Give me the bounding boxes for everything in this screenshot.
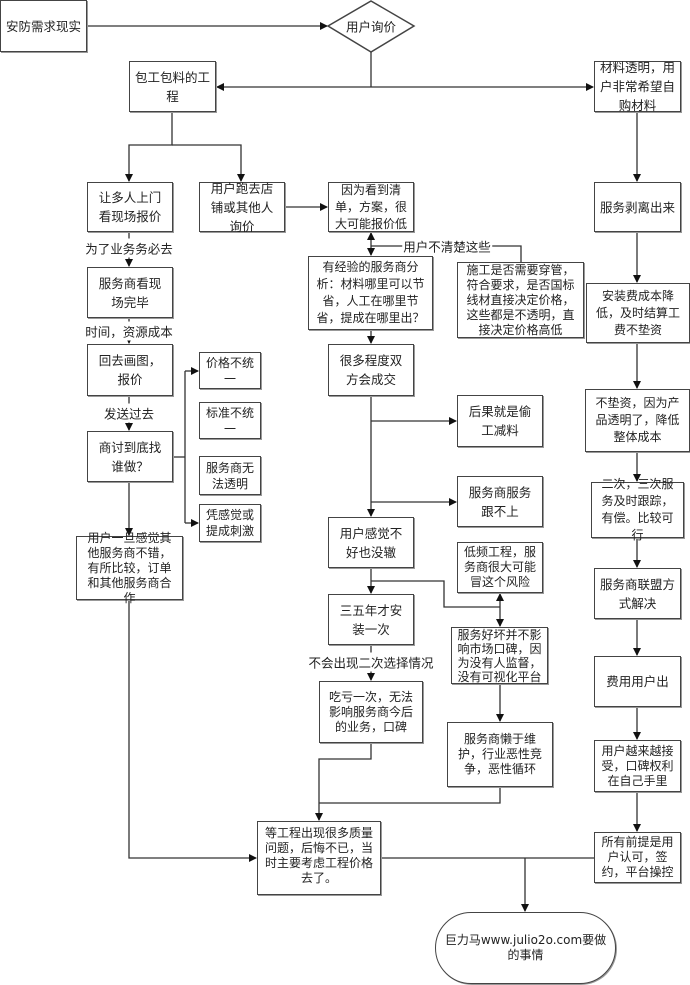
- node-text: 因为看到清单，方案，很大可能报价低: [334, 182, 407, 231]
- store-inquiry-node: 用户跑去店铺或其他人询价: [199, 181, 285, 234]
- node-text: 凭感觉或提成刺激: [205, 508, 254, 538]
- node-text: 巨力马www.julio2o.com要做的事情: [444, 933, 607, 962]
- no-reputation-effect-node: 服务好坏并不影响市场口碑，因为没有人监督，没有可视化平台: [451, 627, 548, 684]
- node-text: 服务商服务跟不上: [468, 484, 532, 519]
- site-done-node: 服务商看现场完毕: [87, 267, 173, 318]
- node-text: 用户感觉不好也没辙: [339, 525, 403, 560]
- node-text: 商讨到底找谁做？: [98, 439, 162, 474]
- node-text: 服务商懒于维护，行业恶性竞争，恶性循环: [457, 732, 542, 776]
- node-text: 二次，三次服务及时跟踪，有偿。比较可行: [601, 477, 674, 542]
- switch-provider-node: 用户一旦感觉其他服务商不错，有所比较，订单和其他服务商合作: [76, 531, 183, 605]
- node-text: 不垫资，因为产品透明了，降低整体成本: [595, 396, 680, 444]
- node-text: 包工包料的工程: [135, 69, 211, 104]
- low-freq-node: 低频工程，服务商很大可能冒这个风险: [457, 542, 543, 593]
- low-quote-node: 因为看到清单，方案，很大可能报价低: [328, 182, 414, 232]
- node-text: 服务商无法透明: [205, 460, 254, 491]
- experienced-analysis-node: 有经验的服务商分析：材料哪里可以节省，人工在哪里节省，提成在哪里出？: [308, 256, 433, 330]
- node-text: 让多人上门看现场报价: [98, 190, 162, 224]
- node-text: 标准不统一: [205, 405, 254, 436]
- node-text: 服务好坏并不影响市场口碑，因为没有人监督，没有可视化平台: [457, 627, 542, 684]
- node-text: 服务商联盟方式解决: [600, 576, 676, 611]
- provider-not-transparent-node: 服务商无法透明: [199, 456, 261, 495]
- label-user-unaware: 用户不清楚这些: [402, 236, 492, 256]
- node-text: 服务商看现场完毕: [98, 275, 162, 310]
- node-text: 费用用户出: [606, 674, 669, 689]
- label-no-second-choice: 不会出现二次选择情况: [307, 652, 435, 672]
- node-text: 低频工程，服务商很大可能冒这个风险: [463, 545, 536, 589]
- node-text: 服务剥离出来: [600, 199, 676, 215]
- user-pays-node: 费用用户出: [594, 656, 681, 707]
- node-text: 有经验的服务商分析：材料哪里可以节省，人工在哪里节省，提成在哪里出？: [316, 260, 425, 325]
- deal-node: 很多程度双方会成交: [328, 344, 414, 396]
- draw-quote-node: 回去画图，报价: [87, 344, 173, 396]
- install-cost-down-node: 安装费成本降低，及时结算工费不垫资: [586, 283, 690, 343]
- node-text: 用户一旦感觉其他服务商不错，有所比较，订单和其他服务商合作: [87, 530, 172, 605]
- label-must-go: 为了业务务必去: [84, 238, 174, 258]
- user-bad-node: 用户感觉不好也没辙: [328, 517, 414, 568]
- premise-node: 所有前提是用户认可，签约，平台操控: [594, 832, 681, 883]
- construction-factors-node: 施工是否需要穿管，符合要求，是否国标线材直接决定价格，这些都是不透明，直接决定价…: [457, 262, 584, 338]
- price-inconsistent-node: 价格不统一: [199, 352, 261, 389]
- node-text: 价格不统一: [205, 355, 254, 386]
- user-accept-node: 用户越来越接受，口碑权利在自己手里: [594, 740, 681, 792]
- goal-terminal: 巨力马www.julio2o.com要做的事情: [435, 912, 616, 984]
- node-text: 后果就是偷工减料: [468, 404, 532, 438]
- node-text: 所有前提是用户认可，签约，平台操控: [601, 835, 674, 879]
- start-text: 安防需求现实: [6, 18, 82, 34]
- node-text: 回去画图，报价: [98, 353, 162, 387]
- install-rarely-node: 三五年才安装一次: [328, 594, 414, 645]
- node-text: 等工程出现很多质量问题，后悔不已，当时主要考虑工程价格去了。: [264, 826, 373, 885]
- node-text: 材料透明，用户非常希望自购材料: [600, 60, 676, 113]
- decide-who-node: 商讨到底找谁做？: [87, 431, 173, 482]
- label-send-over: 发送过去: [102, 403, 156, 423]
- alliance-node: 服务商联盟方式解决: [594, 568, 681, 619]
- turnkey-node: 包工包料的工程: [129, 61, 216, 112]
- start-node: 安防需求现实: [0, 0, 87, 52]
- service-separate-node: 服务剥离出来: [594, 182, 681, 232]
- cut-corners-node: 后果就是偷工减料: [457, 395, 543, 447]
- standard-inconsistent-node: 标准不统一: [199, 402, 261, 439]
- service-lag-node: 服务商服务跟不上: [457, 476, 543, 527]
- feeling-commission-node: 凭感觉或提成刺激: [199, 504, 261, 542]
- multi-visit-node: 让多人上门看现场报价: [87, 182, 173, 232]
- regret-node: 等工程出现很多质量问题，后悔不已，当时主要考虑工程价格去了。: [257, 821, 381, 895]
- no-advance-node: 不垫资，因为产品透明了，降低整体成本: [585, 389, 690, 452]
- node-text: 三五年才安装一次: [339, 602, 403, 637]
- node-text: 用户越来越接受，口碑权利在自己手里: [601, 743, 674, 788]
- node-text: 施工是否需要穿管，符合要求，是否国标线材直接决定价格，这些都是不透明，直接决定价…: [466, 262, 575, 337]
- label-time-cost: 时间，资源成本: [84, 321, 174, 341]
- transparent-material-node: 材料透明，用户非常希望自购材料: [594, 60, 681, 113]
- second-service-node: 二次，三次服务及时跟踪，有偿。比较可行: [591, 477, 684, 542]
- node-text: 安装费成本降低，及时结算工费不垫资: [595, 288, 680, 337]
- node-text: 吃亏一次，无法影响服务商今后的业务，口碑: [328, 689, 413, 734]
- lazy-maintain-node: 服务商懒于维护，行业恶性竞争，恶性循环: [447, 722, 553, 787]
- node-text: 很多程度双方会成交: [339, 353, 403, 387]
- node-text: 用户跑去店铺或其他人询价: [210, 180, 274, 234]
- one-loss-node: 吃亏一次，无法影响服务商今后的业务，口碑: [319, 681, 423, 743]
- inquiry-decision: 用户询价: [345, 19, 397, 35]
